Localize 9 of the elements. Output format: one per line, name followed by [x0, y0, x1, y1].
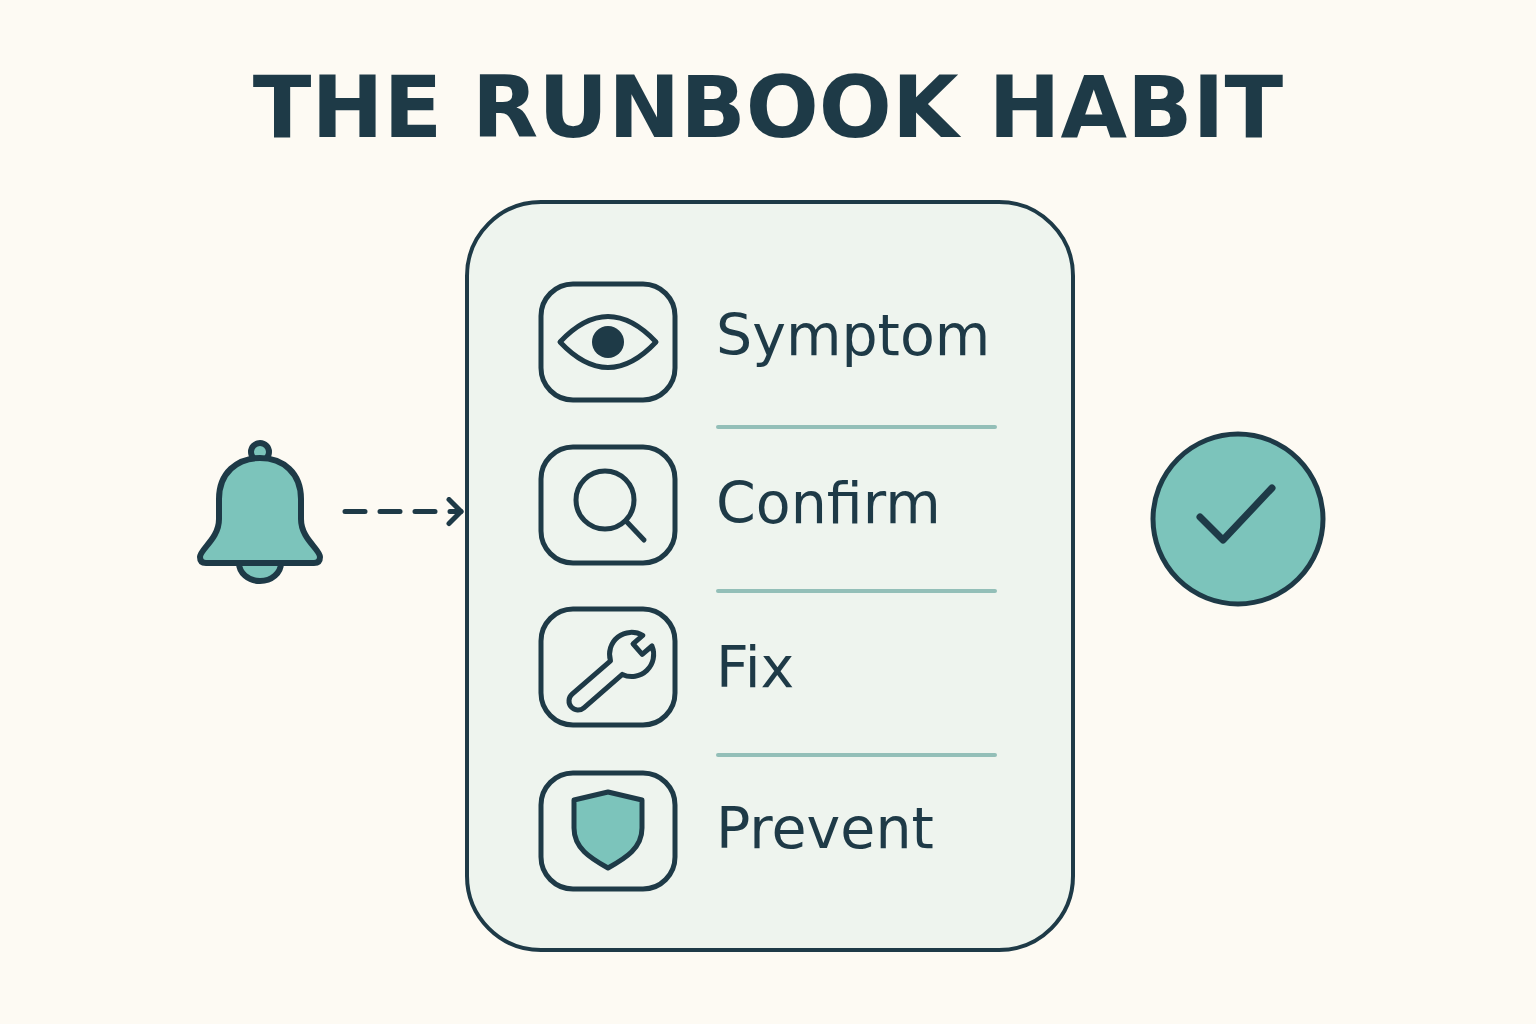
step-label: Prevent — [716, 795, 934, 861]
step-label: Confirm — [716, 470, 941, 536]
bell-icon — [195, 439, 325, 584]
check-circle-icon — [1148, 429, 1328, 609]
checklist-card — [465, 200, 1075, 952]
step-label: Symptom — [716, 302, 991, 368]
step-label: Fix — [716, 634, 795, 700]
dashed-arrow — [342, 497, 464, 526]
title: THE RUNBOOK HABIT — [252, 57, 1284, 157]
